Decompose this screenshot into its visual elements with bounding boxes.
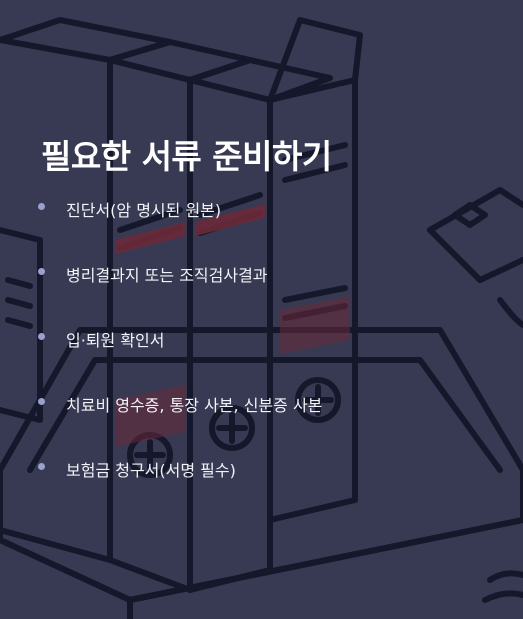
list-item-text: 병리결과지 또는 조직검사결과 xyxy=(66,266,268,285)
list-item-text: 보험금 청구서(서명 필수) xyxy=(66,461,236,480)
bullet-icon xyxy=(38,203,45,210)
section-title: 필요한 서류 준비하기 xyxy=(41,137,332,176)
bullet-icon xyxy=(38,463,45,470)
list-item-text: 입·퇴원 확인서 xyxy=(66,331,165,350)
bullet-icon xyxy=(38,268,45,275)
list-item-text: 치료비 영수증, 통장 사본, 신분증 사본 xyxy=(66,396,323,415)
bullet-icon xyxy=(38,333,45,340)
list-item-text: 진단서(암 명시된 원본) xyxy=(66,201,222,220)
bullet-icon xyxy=(38,398,45,405)
